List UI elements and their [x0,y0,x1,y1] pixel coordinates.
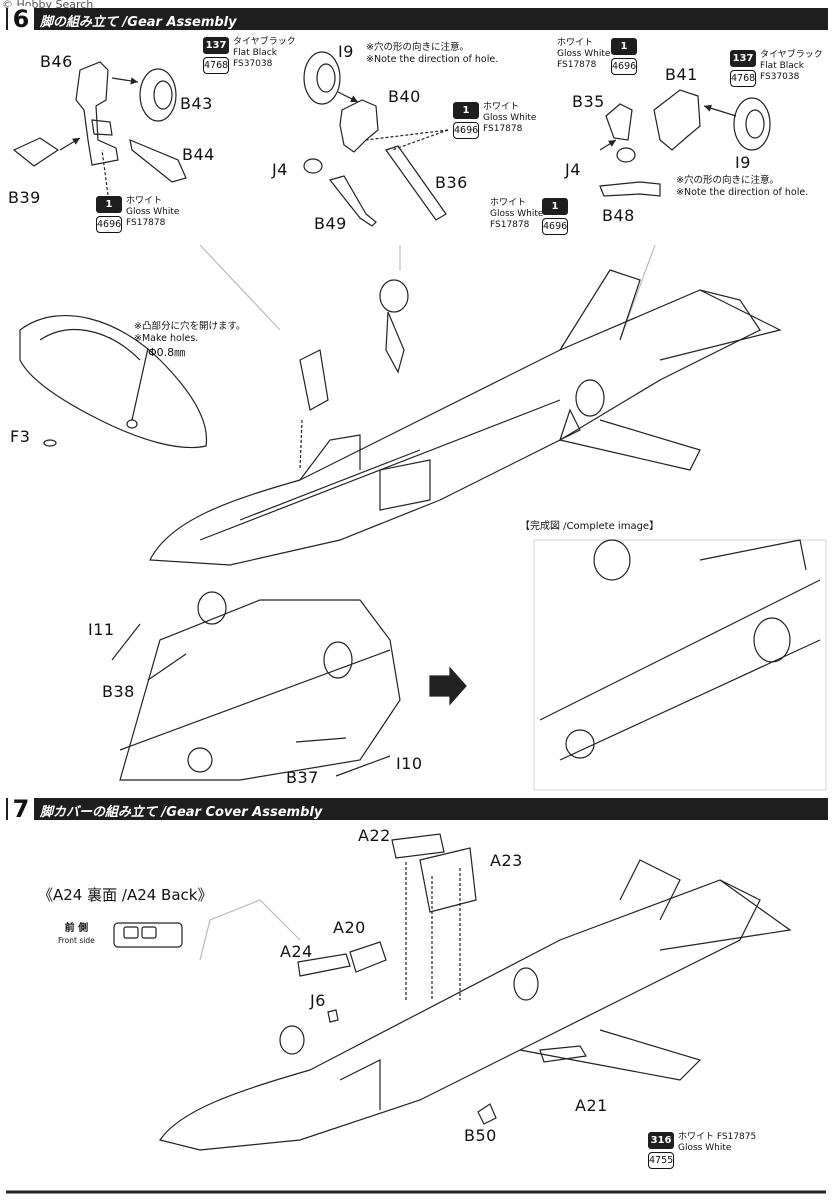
part-label: A24 [280,942,313,961]
paint-number: 137 [203,37,229,54]
paint-code: 4696 [611,58,637,75]
part-label: B46 [40,52,73,71]
part-label: J4 [272,160,288,179]
part-label: I10 [396,754,423,773]
part-label: B39 [8,188,41,207]
paint-name: ホワイト Gloss White FS17878 [483,102,537,134]
paint-code: 4696 [453,122,479,139]
part-label: B44 [182,145,215,164]
part-label: I11 [88,620,115,639]
part-label: F3 [10,427,31,446]
paint-name: ホワイト Gloss White FS17878 [126,196,180,228]
front-side-label: 前 側 Front side [58,923,95,945]
paint-callout: ホワイト Gloss White FS17878 1 4696 [557,38,637,78]
paint-code: 4768 [203,57,229,74]
step7-number: 7 [8,796,34,822]
paint-number: 316 [648,1132,674,1149]
paint-name: タイヤブラック Flat Black FS37038 [233,37,296,69]
paint-number: 1 [542,198,568,215]
drill-size: Φ0.8㎜ [148,346,186,359]
part-label: A22 [358,826,391,845]
make-holes-note: ※凸部分に穴を開けます。 ※Make holes. [134,321,246,344]
part-label: J4 [565,160,581,179]
paint-name: ホワイト Gloss White FS17878 [490,198,544,230]
subassembly-nose-gear [12,61,187,196]
paint-name: ホワイト FS17875 Gloss White [678,1132,757,1153]
part-label: B41 [665,65,698,84]
part-label: B50 [464,1126,497,1145]
part-label: I9 [338,42,354,61]
detail-gear-doors-left [111,591,401,781]
part-label: A23 [490,851,523,870]
part-label: J6 [310,991,326,1010]
arrow-to-complete [429,666,467,706]
step6-header: 6 脚の組み立て /Gear Assembly [6,6,828,32]
complete-image-caption: 【完成図 /Complete image】 [520,521,660,532]
step6-title: 脚の組み立て /Gear Assembly [40,15,237,30]
paint-callout: ホワイト Gloss White FS17878 1 4696 [490,198,580,238]
a24-back-note: 《A24 裏面 /A24 Back》 [38,886,213,904]
paint-code: 4768 [730,70,756,87]
part-label: A20 [333,918,366,937]
part-label: B49 [314,214,347,233]
part-label: A21 [575,1096,608,1115]
aircraft-step7 [159,833,792,1151]
part-label: B35 [572,92,605,111]
aircraft-step6 [149,269,782,566]
a24-back-outline [113,922,183,948]
nose-inset [19,315,208,449]
paint-number: 1 [453,102,479,119]
hole-direction-note: ※穴の形の向きに注意。 ※Note the direction of hole. [366,42,499,65]
paint-name: ホワイト Gloss White FS17878 [557,38,611,70]
watermark: © Hobby Search [2,0,94,11]
step6-number: 6 [8,6,34,32]
paint-number: 1 [611,38,637,55]
paint-number: 1 [96,196,122,213]
part-label: B36 [435,173,468,192]
step7-title: 脚カバーの組み立て /Gear Cover Assembly [40,805,323,820]
subassembly-right-main [599,89,771,197]
part-label: B43 [180,94,213,113]
part-label: B48 [602,206,635,225]
paint-code: 4755 [648,1152,674,1169]
complete-image-art [533,539,827,791]
part-label: I9 [735,153,751,172]
subassembly-left-main [303,51,449,227]
paint-name: タイヤブラック Flat Black FS37038 [760,50,823,82]
part-label: B40 [388,87,421,106]
paint-number: 137 [730,50,756,67]
hole-direction-note: ※穴の形の向きに注意。 ※Note the direction of hole. [676,175,809,198]
part-label: B38 [102,682,135,701]
paint-code: 4696 [542,218,568,235]
paint-code: 4696 [96,216,122,233]
part-label: B37 [286,768,319,787]
step7-header: 7 脚カバーの組み立て /Gear Cover Assembly [6,796,828,822]
